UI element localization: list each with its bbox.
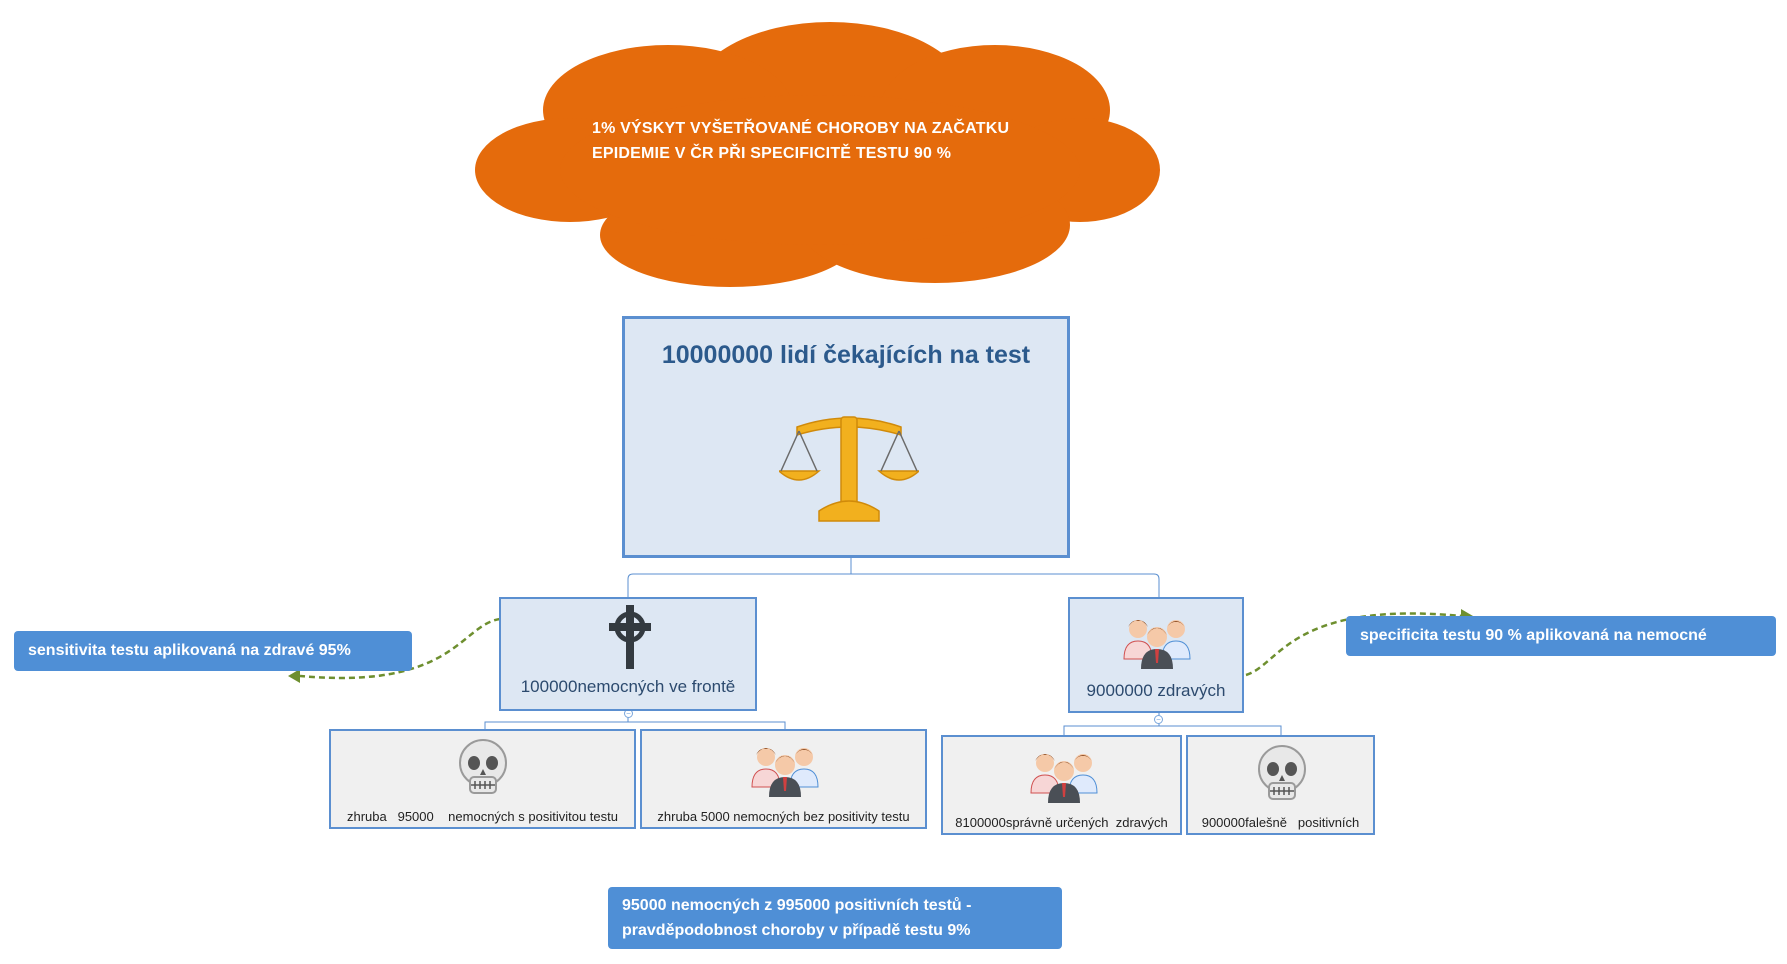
node-healthy-label: 9000000 zdravých <box>1086 681 1226 700</box>
root-node[interactable]: 10000000 lidí čekajících na test <box>622 316 1070 558</box>
callout-conclusion[interactable]: 95000 nemocných z 995000 positivních tes… <box>608 887 1062 949</box>
callout-sensitivity-text: sensitivita testu aplikovaná na zdravé 9… <box>28 642 351 659</box>
leaf-healthy-correct[interactable]: 8100000správně určených zdravých <box>941 735 1182 835</box>
callout-specificity[interactable]: specificita testu 90 % aplikovaná na nem… <box>1346 616 1776 656</box>
group-icon <box>1030 754 1098 803</box>
callout-specificity-text: specificita testu 90 % aplikovaná na nem… <box>1360 627 1707 644</box>
cloud-line-1: 1% VÝSKYT VYŠETŘOVANÉ CHOROBY NA ZAČATKU <box>592 120 1010 137</box>
leaf-healthy-false-positive[interactable]: 900000falešně positivních <box>1186 735 1375 835</box>
callout-conclusion-line-1: 95000 nemocných z 995000 positivních tes… <box>622 897 972 914</box>
group-icon <box>1123 620 1191 669</box>
node-sick-label: 100000nemocných ve frontě <box>520 677 736 696</box>
root-title: 10000000 lidí čekajících na test <box>661 341 1031 369</box>
leaf-sick-positive[interactable]: zhruba 95000 nemocných s positivitou tes… <box>329 729 636 829</box>
skull-icon <box>1258 745 1306 800</box>
cloud-text: 1% VÝSKYT VYŠETŘOVANÉ CHOROBY NA ZAČATKU… <box>592 116 1062 166</box>
leaf-sick-negative[interactable]: zhruba 5000 nemocných bez positivity tes… <box>640 729 927 829</box>
leaf-healthy-correct-label: 8100000správně určených zdravých <box>955 815 1168 830</box>
node-sick[interactable]: 100000nemocných ve frontě <box>499 597 757 711</box>
callout-conclusion-line-2: pravděpodobnost choroby v případě testu … <box>622 922 971 939</box>
scales-icon <box>779 416 919 522</box>
leaf-sick-negative-label: zhruba 5000 nemocných bez positivity tes… <box>657 809 910 824</box>
collapse-toggle-right[interactable]: − <box>1154 715 1163 724</box>
skull-icon <box>459 739 507 794</box>
callout-sensitivity[interactable]: sensitivita testu aplikovaná na zdravé 9… <box>14 631 412 671</box>
leaf-sick-positive-label: zhruba 95000 nemocných s positivitou tes… <box>347 809 618 824</box>
group-icon <box>751 748 819 797</box>
node-healthy[interactable]: 9000000 zdravých <box>1068 597 1244 713</box>
leaf-healthy-false-positive-label: 900000falešně positivních <box>1201 815 1360 830</box>
celtic-cross-icon <box>609 605 651 669</box>
cloud-line-2: EPIDEMIE V ČR PŘI SPECIFICITĚ TESTU 90 % <box>592 145 952 162</box>
